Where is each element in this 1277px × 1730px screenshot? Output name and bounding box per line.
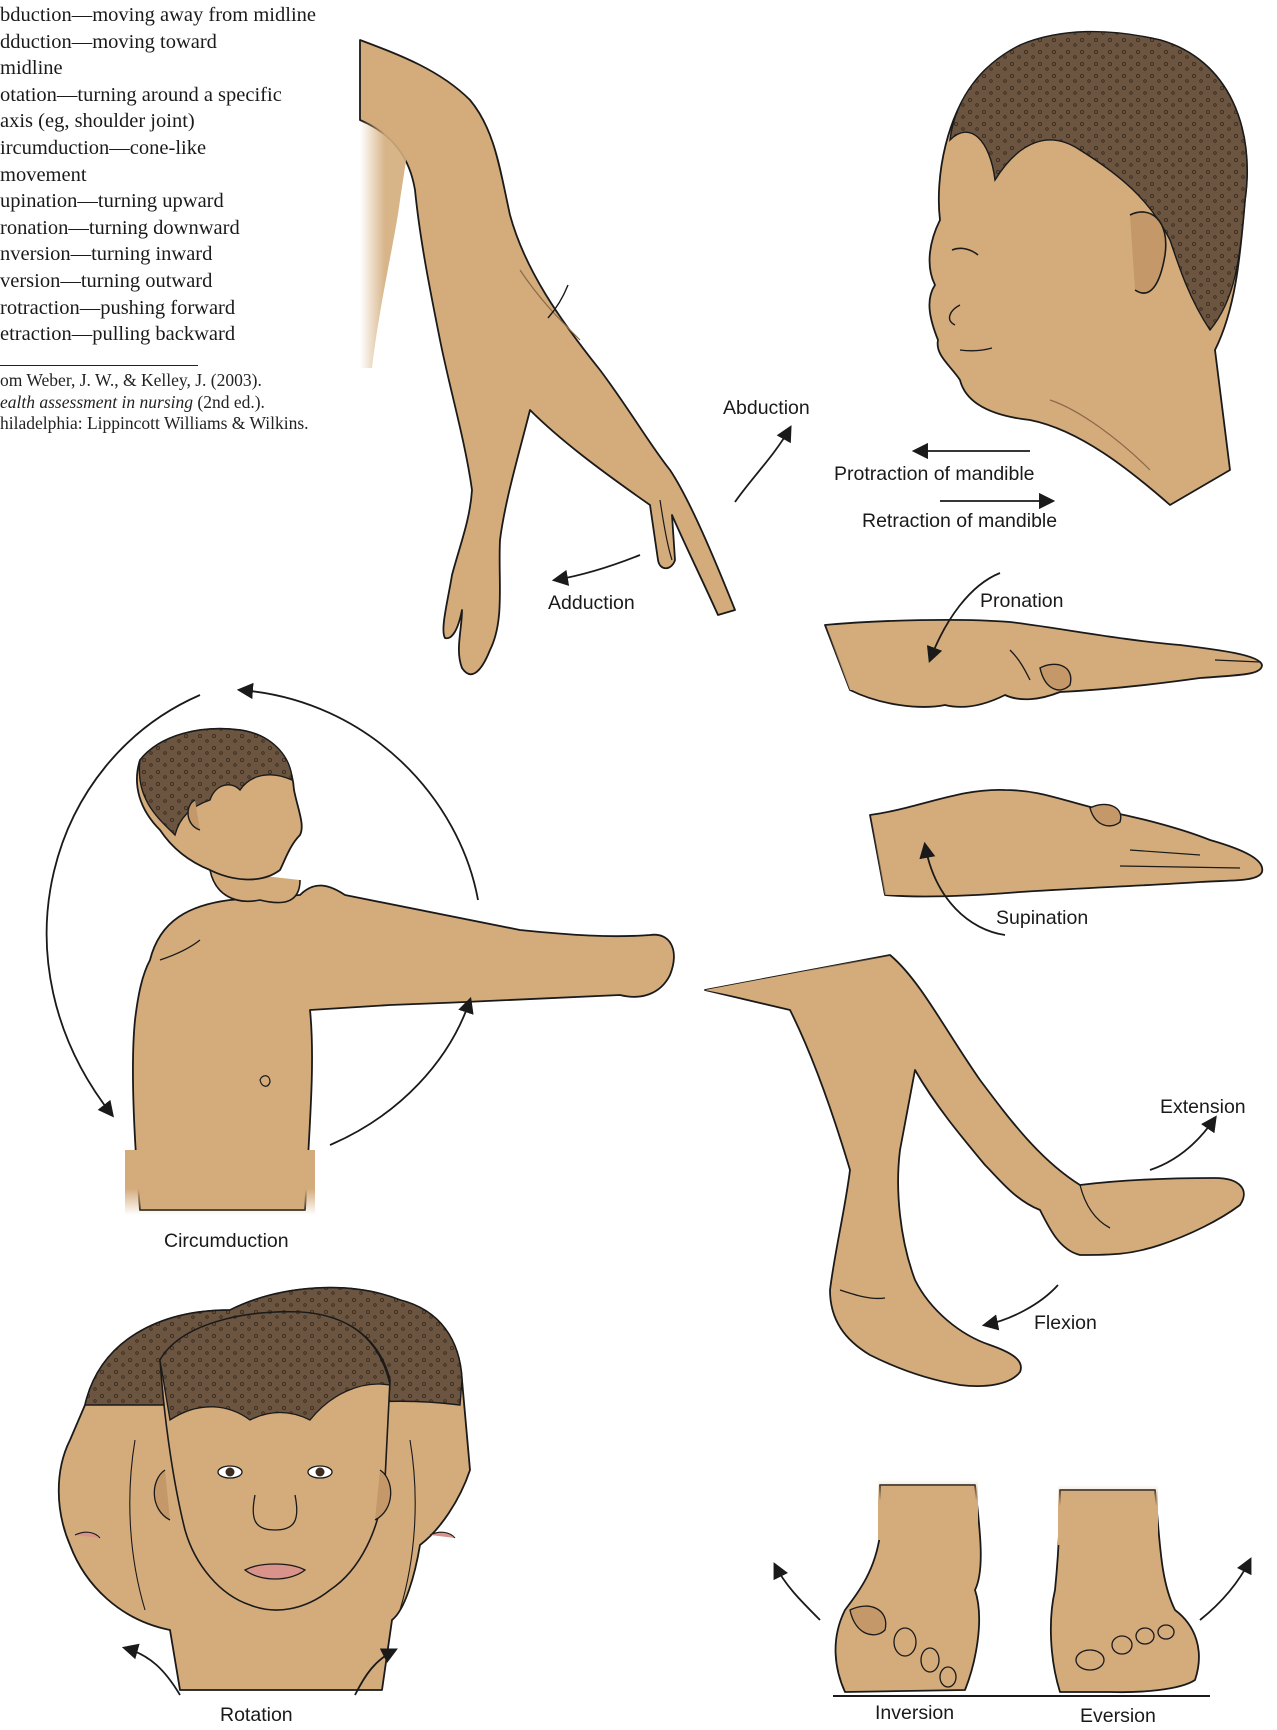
label-protraction: Protraction of mandible [834,463,1035,486]
label-eversion: Eversion [1080,1705,1156,1728]
label-supination: Supination [996,907,1088,930]
inversion-arrow [775,1565,820,1620]
leg-flexion-extension-illustration [705,955,1244,1386]
hand-supination-illustration [870,790,1262,897]
label-abduction: Abduction [723,397,810,420]
head-profile-illustration [929,32,1247,505]
feet-inversion-eversion-illustration [833,1480,1210,1696]
label-retraction: Retraction of mandible [862,510,1057,533]
label-pronation: Pronation [980,590,1063,613]
abduction-arrow [735,428,790,502]
rotation-arrow-left [125,1648,180,1695]
circumduction-figure-illustration [125,729,674,1215]
label-circumduction: Circumduction [164,1230,289,1253]
label-inversion: Inversion [875,1702,954,1725]
label-rotation: Rotation [220,1704,293,1727]
extension-arrow [1150,1118,1215,1170]
adduction-arrow [555,555,640,580]
arm-abduction-illustration [360,40,735,674]
label-flexion: Flexion [1034,1312,1097,1335]
eversion-arrow [1200,1560,1250,1620]
head-rotation-illustration [59,1288,470,1690]
label-adduction: Adduction [548,592,635,615]
label-extension: Extension [1160,1096,1246,1119]
circumduction-arrow-right [330,1000,470,1145]
hand-pronation-illustration [825,620,1262,707]
